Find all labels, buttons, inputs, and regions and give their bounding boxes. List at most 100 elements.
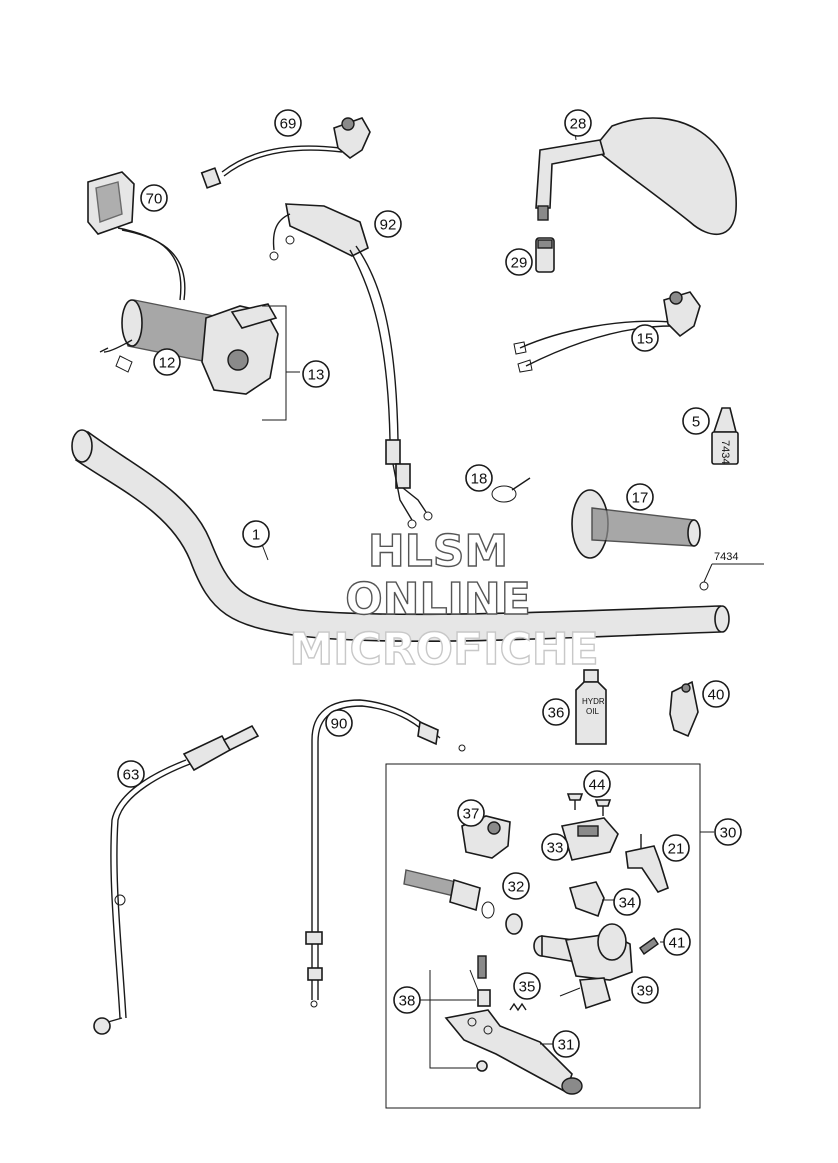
callout-44: 44 xyxy=(583,770,611,798)
callout-number: 90 xyxy=(331,716,348,733)
part-90-cable xyxy=(305,699,466,1008)
callout-number: 15 xyxy=(637,331,654,348)
callout-32: 32 xyxy=(502,872,530,900)
part-41-screw xyxy=(639,937,659,955)
part-12-throttle-grip xyxy=(99,299,215,373)
callout-number: 28 xyxy=(570,116,587,133)
callout-37: 37 xyxy=(457,799,485,827)
part-18-cable-tie xyxy=(491,477,531,503)
part-37-clamp xyxy=(461,815,511,859)
callout-circle xyxy=(542,698,570,726)
callout-circle xyxy=(274,109,302,137)
callout-90: 90 xyxy=(325,709,353,737)
watermark: HLSM ONLINE MICROFICHE xyxy=(289,525,600,675)
callout-circle xyxy=(613,888,641,916)
callout-number: 44 xyxy=(589,777,606,794)
callout-circle xyxy=(552,1030,580,1058)
callout-number: 31 xyxy=(558,1037,575,1054)
callout-circle xyxy=(631,324,659,352)
part-29-mirror-adapter xyxy=(535,237,555,273)
part-40-clamp xyxy=(669,680,699,738)
callout-circle xyxy=(140,184,168,212)
part-63-brake-line xyxy=(93,724,260,1035)
callout-number: 33 xyxy=(547,840,564,857)
callout-number: 18 xyxy=(471,471,488,488)
callout-circle xyxy=(682,407,710,435)
callout-38: 38 xyxy=(393,986,421,1014)
callout-circle xyxy=(564,109,592,137)
callout-39: 39 xyxy=(631,976,659,1004)
callout-circle xyxy=(583,770,611,798)
callout-29: 29 xyxy=(505,248,533,276)
callout-number: 70 xyxy=(146,191,163,208)
callout-circle xyxy=(457,799,485,827)
callout-15: 15 xyxy=(631,324,659,352)
callout-circle xyxy=(626,483,654,511)
callout-34: 34 xyxy=(613,888,641,916)
part-31-brake-lever xyxy=(444,1009,583,1095)
callout-circle xyxy=(662,834,690,862)
callout-circle xyxy=(513,972,541,1000)
callout-40: 40 xyxy=(702,680,730,708)
callout-18: 18 xyxy=(465,464,493,492)
callout-70: 70 xyxy=(140,184,168,212)
callout-number: 69 xyxy=(280,116,297,133)
part-1-handlebar xyxy=(71,429,730,642)
part-17-grip xyxy=(571,489,701,559)
callout-number: 1 xyxy=(252,527,260,544)
part-28-mirror xyxy=(535,117,737,236)
callout-number: 39 xyxy=(637,983,654,1000)
part-92-throttle-cables xyxy=(269,203,433,529)
callout-circle xyxy=(325,709,353,737)
watermark-line1: HLSM xyxy=(368,526,508,577)
callout-number: 63 xyxy=(123,767,140,784)
callout-number: 34 xyxy=(619,895,636,912)
part-32-piston-kit xyxy=(403,869,523,935)
callout-number: 37 xyxy=(463,806,480,823)
callout-circle xyxy=(541,833,569,861)
bottle-label-line1: HYDR xyxy=(582,697,605,706)
callout-63: 63 xyxy=(117,760,145,788)
callout-circle xyxy=(117,760,145,788)
callout-28: 28 xyxy=(564,109,592,137)
watermark-line2: ONLINE xyxy=(345,574,531,625)
callout-circle xyxy=(663,928,691,956)
callout-13: 13 xyxy=(302,360,330,388)
part-13-throttle-housing xyxy=(201,303,300,421)
callout-number: 41 xyxy=(669,935,686,952)
callout-circle xyxy=(242,520,270,548)
callout-circle xyxy=(702,680,730,708)
callout-69: 69 xyxy=(274,109,302,137)
callout-30: 30 xyxy=(714,818,742,846)
part-30-master-cylinder-group xyxy=(385,763,714,1109)
callout-circle xyxy=(505,248,533,276)
part-7434-text: 7434 xyxy=(714,551,738,563)
svg-text:7434: 7434 xyxy=(719,440,731,464)
part-34-diaphragm xyxy=(568,881,605,918)
part-44-screws xyxy=(566,793,612,816)
part-33-reservoir-cover xyxy=(560,817,619,861)
callout-layer: 1512131517182128293031323334353637383940… xyxy=(117,109,742,1058)
callout-number: 92 xyxy=(380,217,397,234)
callout-33: 33 xyxy=(541,833,569,861)
part-5-grip-glue: 7434 xyxy=(711,407,739,465)
callout-5: 5 xyxy=(682,407,710,435)
callout-35: 35 xyxy=(513,972,541,1000)
callout-circle xyxy=(374,210,402,238)
watermark-line3: MICROFICHE xyxy=(289,624,598,675)
callout-36: 36 xyxy=(542,698,570,726)
callout-number: 30 xyxy=(720,825,737,842)
callout-circle xyxy=(153,348,181,376)
part-39-master-cylinder xyxy=(533,923,633,1010)
callout-number: 5 xyxy=(692,414,700,431)
callout-number: 35 xyxy=(519,979,536,996)
callout-circle xyxy=(302,360,330,388)
callout-circle xyxy=(714,818,742,846)
callout-17: 17 xyxy=(626,483,654,511)
part-35-spring xyxy=(509,1002,527,1012)
part-21-lever-adjuster xyxy=(625,834,669,893)
callout-number: 12 xyxy=(159,355,176,372)
callout-circle xyxy=(631,976,659,1004)
callout-31: 31 xyxy=(552,1030,580,1058)
